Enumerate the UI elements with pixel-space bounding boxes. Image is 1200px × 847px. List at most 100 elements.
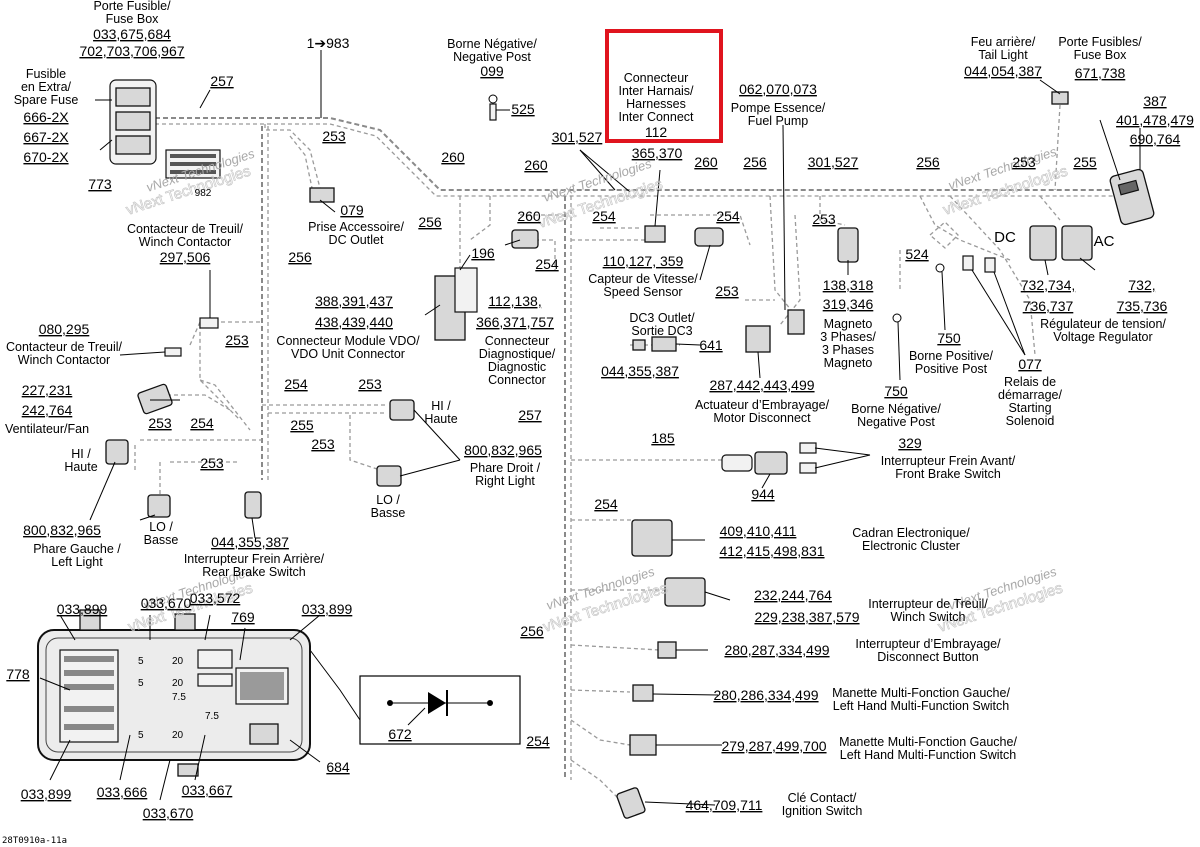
voltage-reg-nums-1: 732,734,: [1021, 277, 1076, 293]
winch-contactor2-num: 080,295: [39, 321, 90, 337]
tail-light-nums: 044,054,387: [964, 63, 1042, 79]
ignition-connector: [616, 787, 646, 819]
lh-mf1-connector: [632, 684, 654, 702]
dc-outlet-l2: DC Outlet: [329, 233, 384, 247]
fuse-box-right: [1109, 168, 1155, 226]
n672: 672: [388, 726, 412, 742]
fan-nums-2: 242,764: [22, 402, 73, 418]
n365: 365,370: [632, 145, 683, 161]
rear-brake-l2: Rear Brake Switch: [202, 565, 306, 579]
n524: 524: [905, 246, 929, 262]
vdo-l1: Connecteur Module VDO/: [276, 334, 420, 348]
dc3-nums: 044,355,387: [601, 363, 679, 379]
figure-id: 28T0910a-11a: [2, 836, 67, 846]
n033f: 033,666: [97, 784, 148, 800]
n253a: 253: [322, 128, 346, 144]
left-hi-connector: [105, 439, 129, 465]
fuel-pump-nums: 062,070,073: [739, 81, 817, 97]
fuse-box-right-nums: 671,738: [1075, 65, 1126, 81]
n099: 099: [480, 63, 504, 79]
winch-switch-connector: [664, 577, 706, 607]
magneto-l3: 3 Phases: [822, 343, 874, 357]
front-brake-l1: Interrupteur Frein Avant/: [881, 454, 1016, 468]
diag-nums-2: 366,371,757: [476, 314, 554, 330]
winch-switch-nums-2: 229,238,387,579: [754, 609, 859, 625]
fuse-box-left-num2: 702,703,706,967: [79, 43, 184, 59]
speed-sensor-nums: 110,127, 359: [603, 253, 684, 269]
n982: 982: [195, 188, 212, 199]
n769: 769: [231, 609, 255, 625]
tail-light-l1: Feu arrière/: [971, 35, 1036, 49]
fuel-pump-connector: [787, 309, 805, 335]
n253f: 253: [358, 376, 382, 392]
right-nums-3: 690,764: [1130, 131, 1181, 147]
n256e: 256: [520, 623, 544, 639]
lh-mf1-nums: 280,286,334,499: [713, 687, 818, 703]
speed-sensor-l2: Speed Sensor: [603, 285, 682, 299]
n079: 079: [340, 202, 364, 218]
tail-light-connector: [1051, 91, 1069, 105]
neg-post-l2: Negative Post: [857, 415, 935, 429]
n255a: 255: [1073, 154, 1097, 170]
dc3-connector-b: [651, 336, 677, 352]
relay-l4: Solenoid: [1006, 414, 1055, 428]
n033d: 033,899: [302, 601, 353, 617]
lh-mf2-l2: Left Hand Multi-Function Switch: [840, 748, 1017, 762]
inter-harness-l2: Inter Harnais/: [618, 84, 694, 98]
fuel-pump-l1: Pompe Essence/: [731, 101, 826, 115]
fuse-val-7: 5: [138, 730, 144, 741]
winch-contactor2-l1: Contacteur de Treuil/: [6, 340, 123, 354]
left-light-l1: Phare Gauche /: [33, 542, 121, 556]
relay-l3: Starting: [1008, 401, 1051, 415]
components: [37, 79, 1155, 819]
neg-post-top-l1: Borne Négative/: [447, 37, 537, 51]
diag-nums-1: 112,138,: [488, 293, 541, 309]
front-brake-l2: Front Brake Switch: [895, 467, 1001, 481]
neg-post-l1: Borne Négative/: [851, 402, 941, 416]
ac-label: AC: [1094, 233, 1115, 250]
n256d: 256: [288, 249, 312, 265]
vdo-connector: [434, 267, 478, 341]
n185: 185: [651, 430, 675, 446]
fuse-box-left-l1: Porte Fusible/: [93, 0, 171, 13]
voltage-reg-l2: Voltage Regulator: [1053, 330, 1152, 344]
n033c: 033,572: [190, 590, 241, 606]
n253e: 253: [225, 332, 249, 348]
clutch-actuator-connector: [745, 325, 771, 353]
n254a: 254: [592, 208, 616, 224]
hi-haute-r-l1: HI /: [431, 399, 451, 413]
leader-lines: [39, 50, 1141, 806]
n033a: 033,899: [57, 601, 108, 617]
vdo-nums-2: 438,439,440: [315, 314, 393, 330]
n077: 077: [1018, 356, 1042, 372]
negative-post-top: [488, 94, 498, 121]
fuse-val-8: 20: [172, 730, 184, 741]
n033g: 033,667: [182, 782, 233, 798]
fuse-box-left-num1: 033,675,684: [93, 26, 171, 42]
n750b: 750: [884, 383, 908, 399]
n254d: 254: [284, 376, 308, 392]
right-nums-1: 387: [1143, 93, 1167, 109]
n329: 329: [898, 435, 922, 451]
winch-switch-l1: Interrupteur de Treuil/: [868, 597, 988, 611]
magneto-l1: Magneto: [824, 317, 873, 331]
clutch-nums: 287,442,443,499: [709, 377, 814, 393]
dc-outlet-l1: Prise Accessoire/: [308, 220, 404, 234]
n033e: 033,899: [21, 786, 72, 802]
lo-basse-l-l2: Basse: [144, 533, 179, 547]
fan-label: Ventilateur/Fan: [5, 422, 89, 436]
n301b: 301,527: [808, 154, 859, 170]
dc3-l1: DC3 Outlet/: [629, 311, 695, 325]
fuse-block-large: [37, 609, 311, 777]
n750a: 750: [937, 330, 961, 346]
disconnect-nums: 280,287,334,499: [724, 642, 829, 658]
diag-l3: Diagnostic: [488, 360, 546, 374]
n253b: 253: [1012, 154, 1036, 170]
left-light-l2: Left Light: [51, 555, 103, 569]
speed-sensor: [694, 227, 724, 247]
n254g: 254: [526, 733, 550, 749]
spare-fuse-n2: 667-2X: [23, 129, 69, 145]
n256a: 256: [743, 154, 767, 170]
lh-mf2-l1: Manette Multi-Fonction Gauche/: [839, 735, 1017, 749]
